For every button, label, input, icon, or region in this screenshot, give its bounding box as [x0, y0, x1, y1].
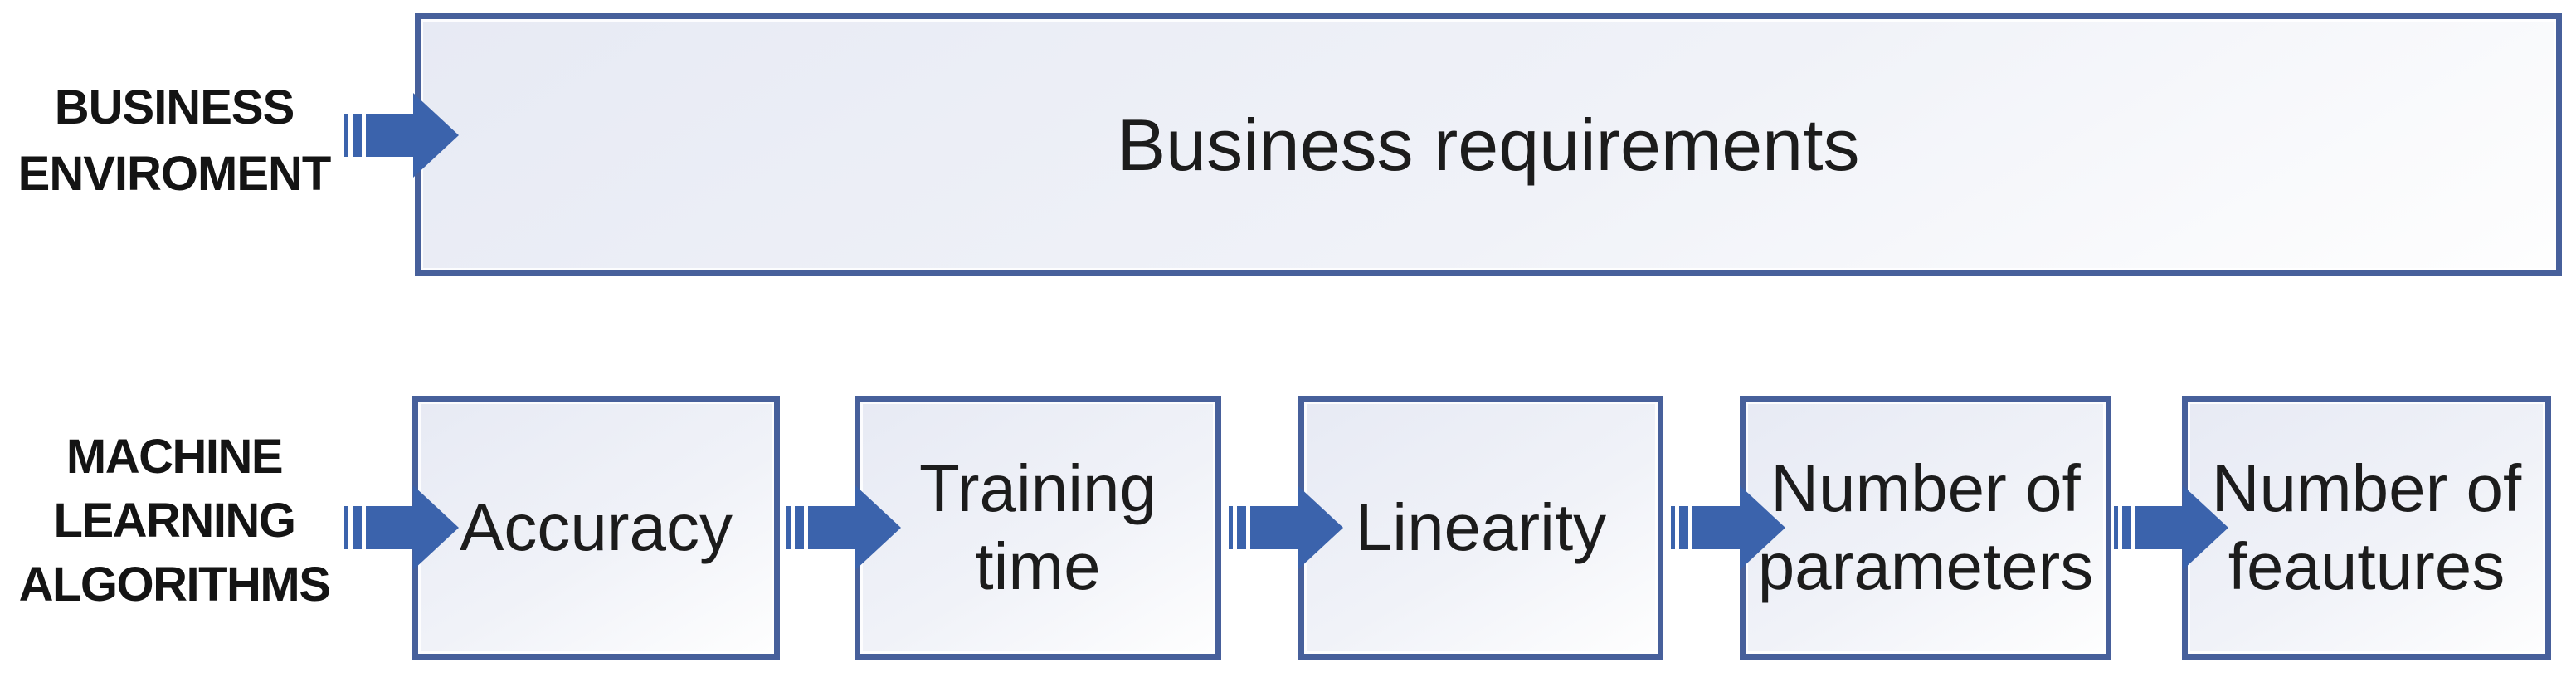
training-time-text-line2: time: [975, 529, 1101, 603]
accuracy-text: Accuracy: [460, 490, 733, 564]
training-time-box: Training time: [855, 396, 1221, 660]
number-of-feautures-text-line1: Number of: [2211, 451, 2522, 525]
linearity-box: Linearity: [1298, 396, 1663, 660]
training-time-text-line1: Training: [918, 451, 1157, 525]
striped-right-arrow-icon: [1229, 485, 1343, 570]
striped-right-arrow-icon: [344, 93, 459, 178]
ml-label-line2: LEARNING: [53, 494, 296, 548]
striped-right-arrow-icon: [1671, 485, 1785, 570]
linearity-text: Linearity: [1355, 490, 1607, 564]
business-requirements-text: Business requirements: [1117, 103, 1860, 186]
number-of-parameters-text-line2: parameters: [1757, 529, 2094, 603]
number-of-parameters-text-line1: Number of: [1770, 451, 2081, 525]
number-of-feautures-text-line2: feautures: [2228, 529, 2505, 603]
accuracy-box: Accuracy: [412, 396, 780, 660]
number-of-feautures-box: Number of feautures: [2182, 396, 2551, 660]
ml-label-line3: ALGORITHMS: [18, 558, 331, 611]
number-of-parameters-box: Number of parameters: [1740, 396, 2111, 660]
striped-right-arrow-icon: [344, 485, 459, 570]
business-requirements-box: Business requirements: [415, 13, 2562, 276]
ml-label-line1: MACHINE: [66, 430, 284, 484]
striped-right-arrow-icon: [2114, 485, 2228, 570]
business-enviroment-label: BUSINESS ENVIROMENT: [0, 75, 348, 207]
striped-right-arrow-icon: [786, 485, 901, 570]
business-enviroment-label-line2: ENVIROMENT: [17, 147, 332, 201]
machine-learning-algorithms-label: MACHINE LEARNING ALGORITHMS: [0, 425, 348, 616]
business-enviroment-label-line1: BUSINESS: [54, 80, 295, 134]
